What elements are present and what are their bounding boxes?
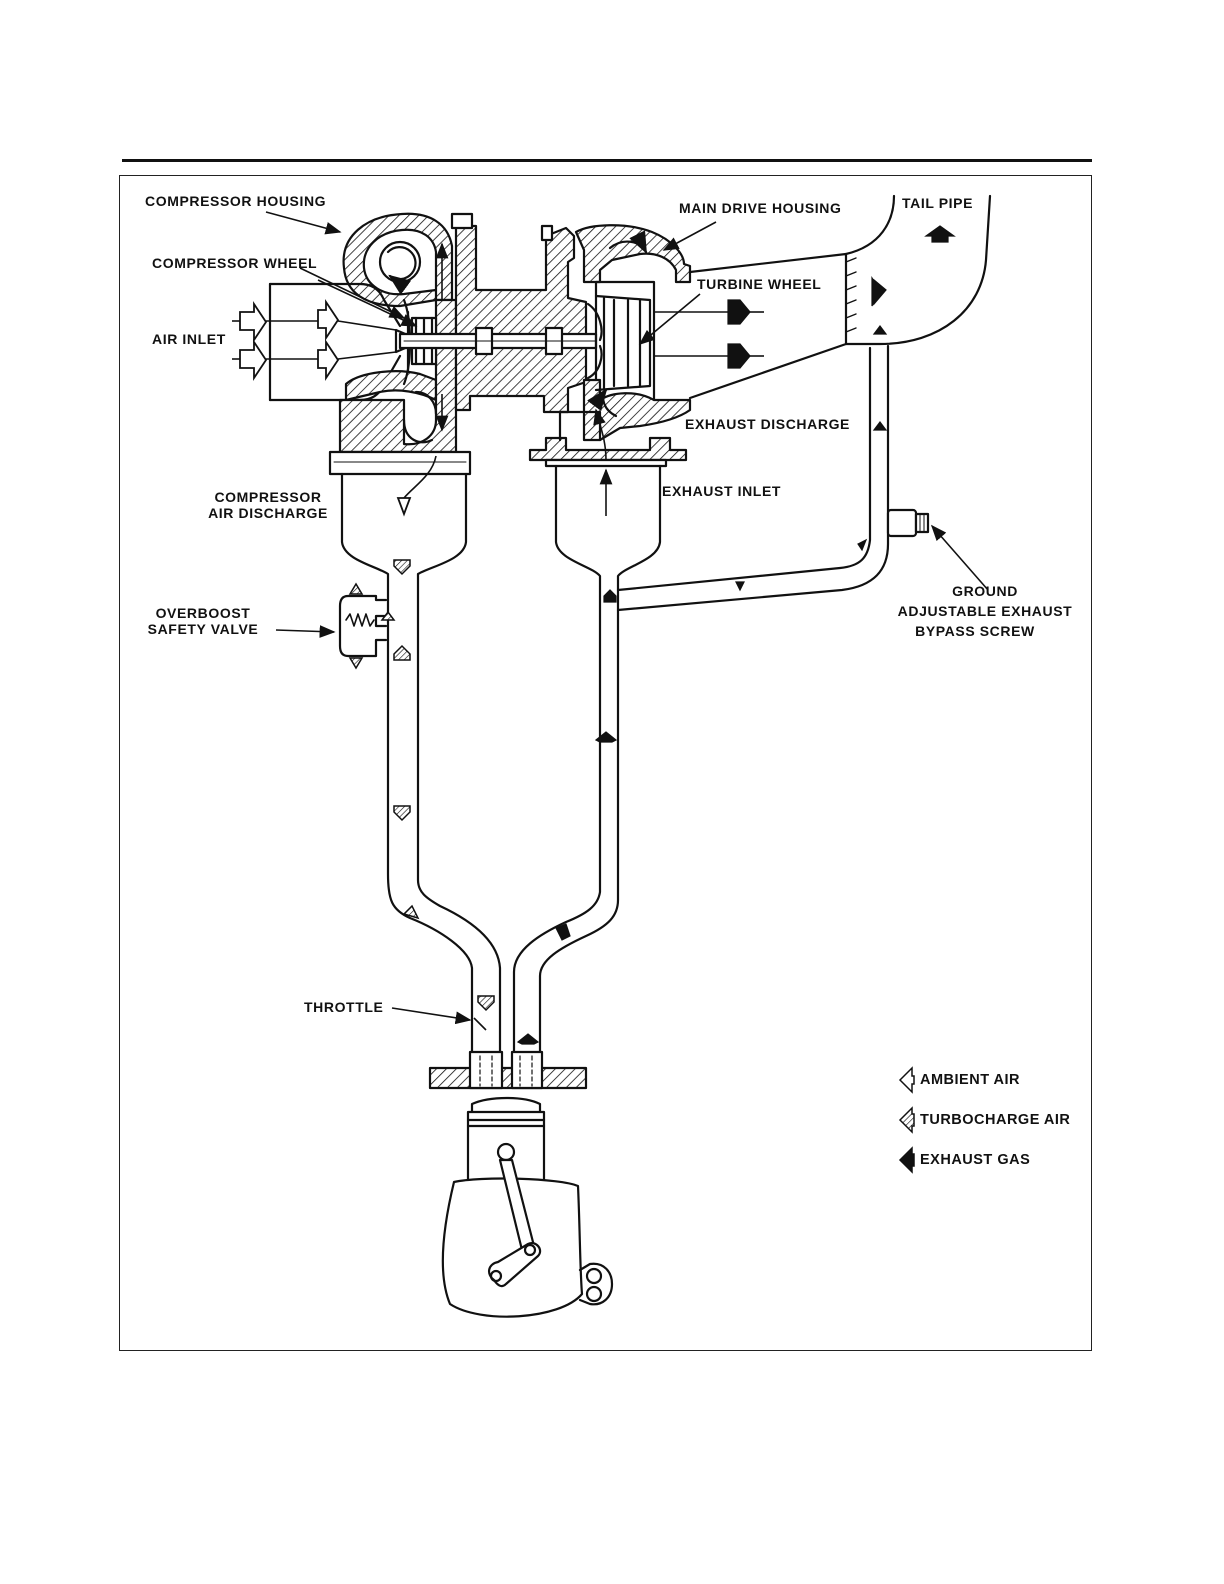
exhaust-manifold (514, 466, 660, 1066)
exhaust-inlet-flange (530, 438, 686, 460)
tail-pipe (846, 196, 990, 344)
legend-turbocharge-air: TURBOCHARGE AIR (920, 1112, 1070, 1128)
main-drive-housing (576, 225, 690, 282)
label-exhaust-discharge: EXHAUST DISCHARGE (685, 416, 850, 432)
label-overboost-line1: OVERBOOST (138, 605, 268, 621)
hatched-arrow-icon (900, 1108, 914, 1132)
overboost-safety-valve (340, 596, 386, 656)
label-overboost-line2: SAFETY VALVE (138, 621, 268, 637)
open-arrow-icon (900, 1068, 914, 1092)
label-turbine-wheel: TURBINE WHEEL (697, 276, 821, 292)
label-compressor-housing: COMPRESSOR HOUSING (145, 193, 326, 209)
label-compressor-air-discharge-line2: AIR DISCHARGE (198, 505, 338, 521)
label-compressor-air-discharge-line1: COMPRESSOR (198, 489, 338, 505)
label-bypass-line2: ADJUSTABLE EXHAUST (886, 603, 1084, 619)
compressor-plenum (342, 474, 500, 1066)
center-housing (456, 226, 586, 412)
bypass-screw (888, 510, 928, 536)
label-air-inlet: AIR INLET (152, 331, 226, 347)
label-bypass-line1: GROUND (886, 583, 1084, 599)
exhaust-bypass-pipe (618, 346, 888, 610)
label-bypass-line3: BYPASS SCREW (876, 623, 1074, 639)
label-tail-pipe: TAIL PIPE (902, 195, 973, 211)
compressor-discharge-flange (330, 452, 470, 474)
label-throttle: THROTTLE (304, 999, 383, 1015)
label-compressor-wheel: COMPRESSOR WHEEL (152, 255, 317, 271)
compressor-volute (344, 214, 452, 306)
legend-icons (900, 1068, 914, 1172)
label-main-drive-housing: MAIN DRIVE HOUSING (679, 200, 841, 216)
legend-ambient-air: AMBIENT AIR (920, 1072, 1020, 1088)
label-exhaust-inlet: EXHAUST INLET (662, 483, 781, 499)
cylinder-head-plate (430, 1068, 586, 1088)
legend-exhaust-gas: EXHAUST GAS (920, 1152, 1030, 1168)
solid-arrow-icon (900, 1148, 914, 1172)
